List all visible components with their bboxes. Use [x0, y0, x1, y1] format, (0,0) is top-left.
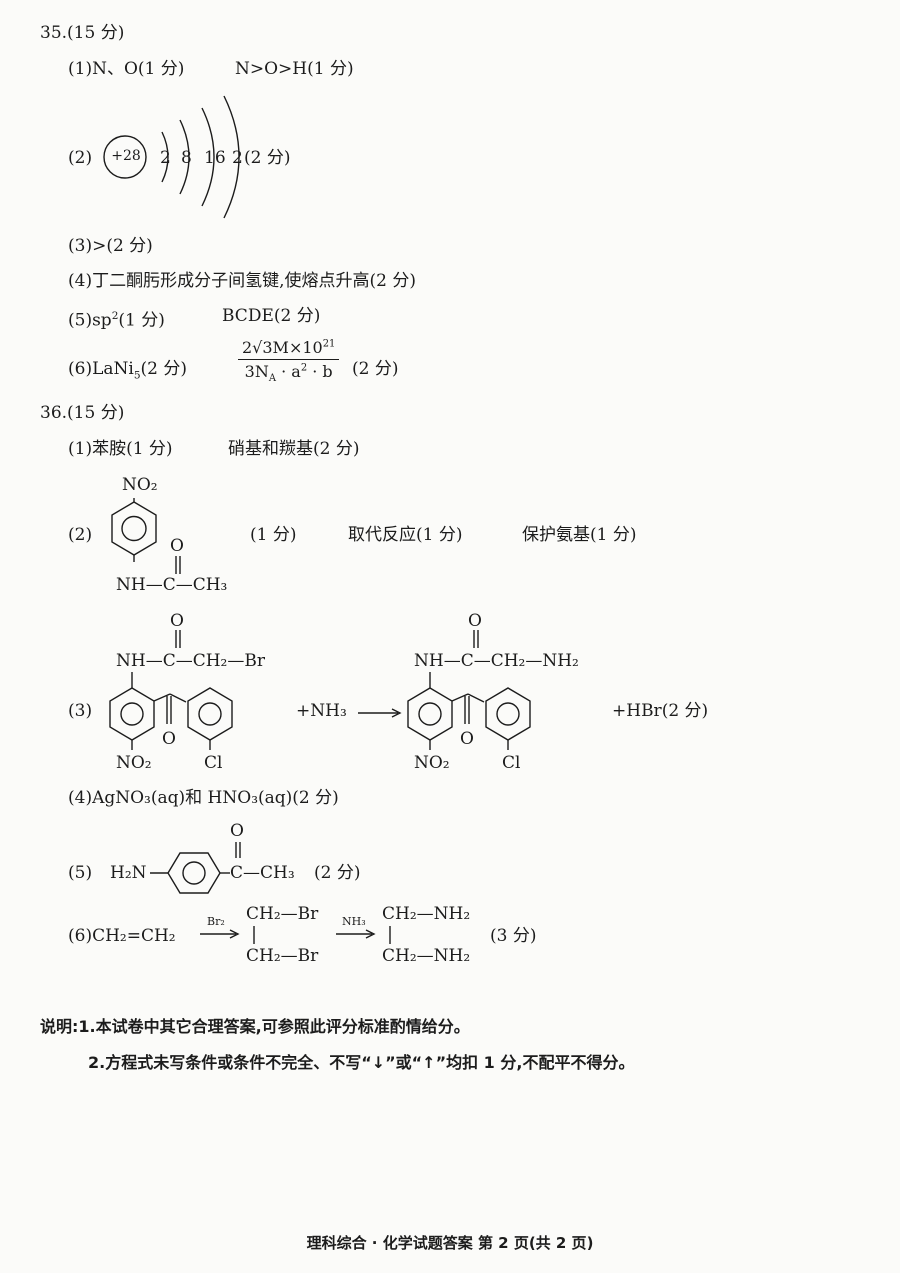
q35-part4: (4)丁二酮肟形成分子间氢键,使熔点升高(2 分)	[68, 271, 416, 291]
nucleus-charge: +28	[111, 148, 141, 164]
ketone-double-bond	[235, 842, 241, 858]
right-ketone-o: O	[460, 729, 474, 749]
left-benzophenone-skeleton	[109, 672, 233, 750]
q36-part1-groups: 硝基和羰基(2 分)	[228, 439, 360, 459]
arrow1-icon	[200, 929, 240, 939]
diamine-top: CH₂—NH₂	[382, 904, 471, 924]
right-carbonyl-o: O	[468, 611, 482, 631]
q35-part3: (3)>(2 分)	[68, 236, 153, 256]
q35-part1: (1)N、O(1 分)	[68, 59, 185, 79]
carbonyl-oxygen: O	[170, 536, 184, 556]
q35-part1-order: N>O>H(1 分)	[235, 59, 354, 79]
q35-number: 35.(15 分)	[40, 23, 125, 43]
acetyl-chain: C—CH₃	[230, 863, 295, 883]
q36-part2-score2: 取代反应(1 分)	[348, 525, 463, 545]
reagent-nh3: NH₃	[342, 915, 366, 928]
shell-1: 2	[160, 148, 171, 168]
right-benzophenone-skeleton	[407, 672, 531, 750]
q36-part2-score3: 保护氨基(1 分)	[522, 525, 637, 545]
atomic-structure-diagram	[103, 95, 240, 219]
q36-number: 36.(15 分)	[40, 403, 125, 423]
dibromide-bond	[253, 926, 255, 944]
left-ketone-o: O	[162, 729, 176, 749]
left-bromoacetyl-chain: NH—C—CH₂—Br	[116, 651, 265, 671]
left-chloro: Cl	[204, 753, 223, 773]
note-1: 说明:1.本试卷中其它合理答案,可参照此评分标准酌情给分。	[40, 1017, 470, 1036]
arrow2-icon	[336, 929, 376, 939]
q35-part6: (6)LaNi5(2 分)	[68, 359, 188, 382]
q35-part5: (5)sp2(1 分)	[68, 310, 165, 331]
left-carbonyl-bond	[175, 630, 181, 648]
left-carbonyl-o: O	[170, 611, 184, 631]
q36-part2-label: (2)	[68, 525, 93, 545]
benzene-ring-icon	[111, 498, 157, 562]
q36-part1: (1)苯胺(1 分)	[68, 439, 173, 459]
q36-part2-score1: (1 分)	[250, 525, 297, 545]
nitro-group-label: NO₂	[122, 475, 158, 495]
q35-part2-score: (2 分)	[244, 148, 291, 168]
q35-part6-score: (2 分)	[352, 359, 399, 379]
byproduct-hbr: +HBr(2 分)	[612, 701, 709, 721]
diamine-bottom: CH₂—NH₂	[382, 946, 471, 966]
q36-part3-label: (3)	[68, 701, 93, 721]
q35-part2-label: (2)	[68, 148, 93, 168]
q35-part5-answer: BCDE(2 分)	[222, 306, 321, 326]
shell-2: 8	[181, 148, 192, 168]
carbonyl-double-bond	[175, 556, 181, 574]
right-chloro: Cl	[502, 753, 521, 773]
reagent-bromine: Br₂	[207, 915, 225, 928]
shell-3: 16	[204, 148, 226, 168]
reagent-ammonia: +NH₃	[296, 701, 347, 721]
left-nitro: NO₂	[116, 753, 152, 773]
amino-group: H₂N	[110, 863, 147, 883]
q36-part6-score: (3 分)	[490, 926, 537, 946]
dibromide-bottom: CH₂—Br	[246, 946, 319, 966]
page-footer: 理科综合 · 化学试题答案 第 2 页(共 2 页)	[306, 1234, 594, 1252]
right-aminoacetyl-chain: NH—C—CH₂—NH₂	[414, 651, 579, 671]
acetamido-chain: NH—C—CH₃	[116, 575, 228, 595]
q36-part6-start: (6)CH₂=CH₂	[68, 926, 176, 946]
density-formula: 2√3M×1021 3NA · a2 · b	[238, 338, 340, 384]
reaction-arrow-icon	[358, 708, 402, 718]
dibromide-top: CH₂—Br	[246, 904, 319, 924]
note-2: 2.方程式未写条件或条件不完全、不写“↓”或“↑”均扣 1 分,不配平不得分。	[88, 1053, 635, 1072]
right-nitro: NO₂	[414, 753, 450, 773]
para-benzene-ring	[150, 852, 230, 894]
right-carbonyl-bond	[473, 630, 479, 648]
q36-part5-label: (5)	[68, 863, 93, 883]
shell-4: 2	[232, 148, 243, 168]
q36-part4: (4)AgNO₃(aq)和 HNO₃(aq)(2 分)	[68, 788, 339, 808]
diamine-bond	[389, 926, 391, 944]
ketone-oxygen: O	[230, 821, 244, 841]
q36-part5-score: (2 分)	[314, 863, 361, 883]
